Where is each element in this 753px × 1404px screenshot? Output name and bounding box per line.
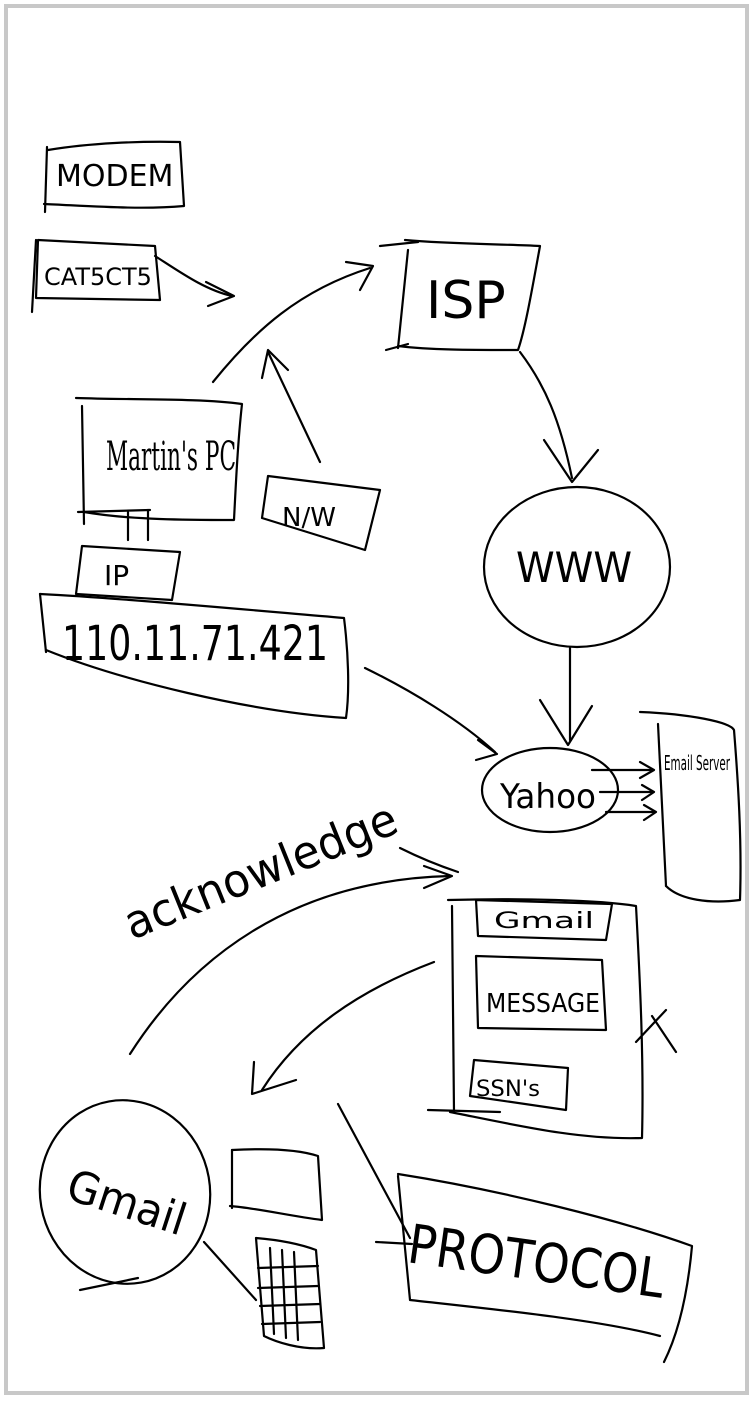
email-server-box — [638, 710, 742, 903]
ssn-label: SSN's — [476, 1077, 540, 1102]
small-box — [228, 1148, 324, 1222]
protocol-box-left — [396, 1174, 662, 1338]
www-node: WWW — [482, 485, 672, 649]
pc-connector — [126, 508, 150, 542]
isp-to-www-arrow — [518, 350, 574, 480]
www-label: WWW — [516, 543, 632, 592]
isp-label: ISP — [426, 271, 506, 331]
pc-box — [74, 396, 244, 522]
email-server-label: Email Server — [664, 751, 730, 775]
cat-box — [34, 238, 162, 302]
envelope-header-label: Gmail — [494, 909, 594, 934]
nw-box — [260, 474, 382, 552]
pc-label: Martin's PC — [106, 434, 236, 480]
ip-to-yahoo-arrowhead — [474, 738, 499, 762]
yahoo-label: Yahoo — [499, 777, 596, 817]
www-to-yahoo-arrowhead — [538, 698, 594, 747]
isp-node: ISP — [378, 238, 542, 352]
cat-arrow-head — [204, 280, 236, 308]
gmail-to-envelope-arrow — [128, 874, 452, 1056]
nw-arrowhead — [260, 348, 290, 380]
page-frame — [4, 4, 749, 1395]
ip-box — [74, 544, 182, 602]
envelope-to-gmail-arrowhead — [250, 1060, 298, 1096]
nw-to-isp-arrow — [266, 350, 322, 464]
grid-shape — [254, 1236, 326, 1350]
envelope-to-gmail-arrow — [260, 960, 436, 1092]
ip-to-yahoo-arrow — [363, 666, 497, 754]
cat-label: CAT5CT5 — [44, 263, 152, 291]
nw-label: N/W — [282, 503, 336, 533]
ip-address-box — [38, 592, 350, 720]
yahoo-ellipse — [480, 746, 620, 834]
cat-arrow-line — [153, 254, 234, 298]
envelope-node: Gmail MESSAGE SSN's — [426, 898, 678, 1140]
yahoo-to-server-arrows — [590, 768, 657, 814]
nw-node: N/W — [260, 348, 382, 552]
message-label: MESSAGE — [486, 989, 600, 1019]
ip-address-label: 110.11.71.421 — [62, 616, 328, 672]
acknowledge-tail — [398, 846, 460, 874]
www-circle — [482, 485, 672, 649]
yahoo-node: Yahoo — [480, 746, 658, 834]
gmail-link — [202, 1240, 258, 1302]
gmail-circle — [38, 1099, 212, 1285]
protocol-box-right — [396, 1172, 694, 1364]
envelope-to-protocol-line — [336, 1102, 412, 1240]
email-server-node: Email Server — [638, 710, 742, 903]
envelope-header-box — [474, 898, 614, 942]
pc-to-isp-arrow — [211, 266, 372, 384]
pc-node: Martin's PC — [74, 396, 244, 542]
ip-label: IP — [104, 559, 129, 592]
cat-node: CAT5CT5 — [30, 238, 236, 314]
envelope-box — [446, 898, 644, 1140]
isp-box — [396, 238, 542, 352]
modem-node: MODEM — [42, 140, 186, 214]
modem-label: MODEM — [56, 159, 173, 194]
ip-node: IP — [74, 544, 182, 602]
pc-to-isp-arrowhead — [344, 260, 375, 292]
ssn-box — [468, 1058, 570, 1112]
yahoo-to-server-arrowheads — [638, 760, 658, 822]
modem-box — [42, 140, 186, 209]
isp-to-www-arrowhead — [542, 438, 600, 484]
x-mark — [634, 1008, 678, 1054]
message-box — [474, 954, 608, 1032]
ip-address-node: 110.11.71.421 — [38, 592, 499, 762]
gmail-to-envelope-arrowhead — [422, 864, 454, 890]
